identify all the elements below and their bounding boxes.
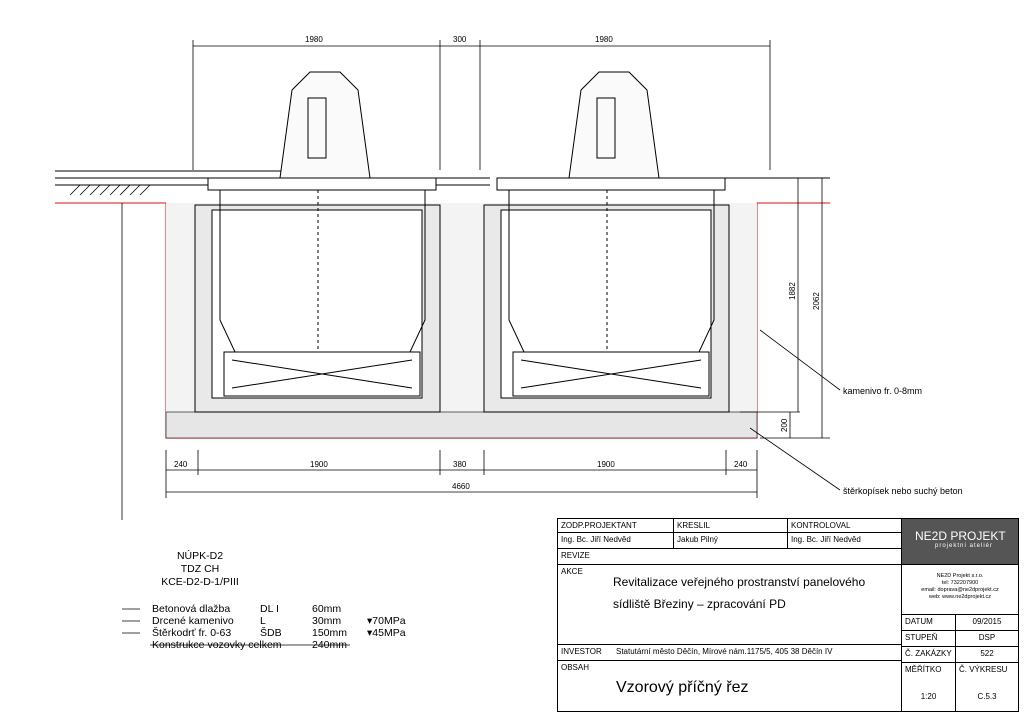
layer-modulus: ▾45MPa xyxy=(367,627,406,639)
dim-bottom-3: 380 xyxy=(453,460,467,469)
road-spec-title: NÚPK-D2 TDZ CH KCE-D2-D-1/PIII xyxy=(140,550,260,589)
kreslil-value: Jakub Pilný xyxy=(674,533,788,549)
dim-top-1: 1980 xyxy=(305,35,323,44)
investor-value: Statutární město Děčín, Mírové nám.1175/… xyxy=(616,647,833,656)
ground-hatch xyxy=(69,184,151,196)
investor-cell: INVESTOR Statutární město Děčín, Mírové … xyxy=(558,645,902,661)
stupen-label: STUPEŇ xyxy=(902,631,956,647)
obsah-cell: OBSAH Vzorový příčný řez xyxy=(558,661,902,711)
concrete-pit-right xyxy=(483,204,730,413)
container-right xyxy=(496,71,726,397)
akce-text: Revitalizace veřejného prostranství pane… xyxy=(613,571,865,615)
layer-name: Betonová dlažba xyxy=(152,603,231,615)
akce-cell: AKCE Revitalizace veřejného prostranství… xyxy=(558,565,902,645)
container-left xyxy=(207,71,437,397)
layer-thickness: 240mm xyxy=(312,639,348,651)
layer-thickness: 60mm xyxy=(312,603,342,615)
zodp-label: ZODP.PROJEKTANT xyxy=(558,519,674,533)
layer-name: Štěrkodrť fr. 0-63 xyxy=(152,627,232,639)
obsah-value: Vzorový příčný řez xyxy=(616,679,749,696)
title-block: ZODP.PROJEKTANT KRESLIL KONTROLOVAL Ing.… xyxy=(557,518,1019,712)
akce-label: AKCE xyxy=(561,567,583,576)
zodp-value: Ing. Bc. Jiří Nedvěd xyxy=(558,533,674,549)
dim-top-2: 300 xyxy=(453,35,467,44)
company-logo: NE2D PROJEKT projektní ateliér xyxy=(902,519,1018,565)
zakazky-label: Č. ZAKÁZKY xyxy=(902,647,956,663)
meritko-value: 1:20 xyxy=(920,692,937,701)
company-line: web: www.ne2dprojekt.cz xyxy=(928,594,992,600)
layer-thickness: 150mm xyxy=(312,627,348,639)
dim-bottom-1: 240 xyxy=(174,460,188,469)
akce-line-2: sídliště Březiny – zpracování PD xyxy=(613,597,786,611)
vykresu-value: C.5.3 xyxy=(977,692,997,701)
vykresu-label: Č. VÝKRESU xyxy=(959,665,1008,674)
dim-bottom-5: 240 xyxy=(734,460,748,469)
layer-thickness: 30mm xyxy=(312,615,342,627)
stupen-value: DSP xyxy=(956,631,1018,647)
meritko-cell: MĚŘÍTKO 1:20 xyxy=(902,663,956,711)
akce-line-1: Revitalizace veřejného prostranství pane… xyxy=(613,575,866,589)
cross-section-drawing: 1980 300 1980 240 1900 380 1900 240 4660… xyxy=(55,35,963,520)
company-line: NE2D Projekt s.r.o. xyxy=(936,573,984,579)
vykresu-cell: Č. VÝKRESU C.5.3 xyxy=(956,663,1018,711)
obsah-label: OBSAH xyxy=(561,663,590,672)
revize-label: REVIZE xyxy=(558,549,902,565)
dim-bottom-4: 1900 xyxy=(597,460,615,469)
logo-text: NE2D PROJEKT xyxy=(915,529,1006,543)
kontroloval-label: KONTROLOVAL xyxy=(788,519,902,533)
dim-top-3: 1980 xyxy=(595,35,613,44)
gravel-base xyxy=(165,411,758,439)
company-contact: NE2D Projekt s.r.o. tel: 732207900 email… xyxy=(902,565,1018,615)
logo-sub: projektní ateliér xyxy=(935,543,994,549)
callout-kamenivo: kamenivo fr. 0-8mm xyxy=(843,386,922,396)
road-spec-title-1: NÚPK-D2 xyxy=(176,550,224,562)
zakazky-value: 522 xyxy=(956,647,1018,663)
callout-sterkopisek: štěrkopísek nebo suchý beton xyxy=(843,486,963,496)
kreslil-label: KRESLIL xyxy=(674,519,788,533)
layer-code: L xyxy=(260,615,266,627)
dim-right-1: 1882 xyxy=(788,282,797,300)
layer-name: Drcené kamenivo xyxy=(152,615,234,627)
road-spec-title-3: KCE-D2-D-1/PIII xyxy=(161,576,239,588)
datum-label: DATUM xyxy=(902,615,956,631)
datum-value: 09/2015 xyxy=(956,615,1018,631)
kontroloval-value: Ing. Bc. Jiří Nedvěd xyxy=(788,533,902,549)
layer-name: Konstrukce vozovky celkem xyxy=(152,639,282,651)
investor-label: INVESTOR xyxy=(561,647,602,656)
dim-right-3: 200 xyxy=(780,418,789,432)
layer-modulus: ▾70MPa xyxy=(367,615,406,627)
dim-bottom-2: 1900 xyxy=(310,460,328,469)
layer-code: ŠDB xyxy=(260,627,282,639)
company-line: tel: 732207900 xyxy=(941,580,979,586)
layer-code: DL I xyxy=(260,603,279,615)
dim-right-2: 2062 xyxy=(812,292,821,310)
meritko-label: MĚŘÍTKO xyxy=(905,665,942,674)
road-spec-title-2: TDZ CH xyxy=(180,563,220,575)
dimension-lines xyxy=(121,40,841,520)
company-line: email: doprava@ne2dprojekt.cz xyxy=(921,587,999,593)
dim-bottom-total: 4660 xyxy=(452,482,470,491)
